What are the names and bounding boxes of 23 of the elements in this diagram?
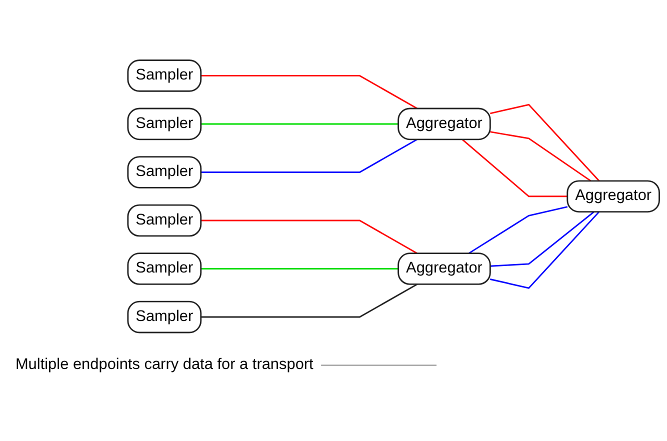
connector [200,123,398,125]
connector [200,268,398,270]
connector [200,74,418,110]
node-box: Sampler [127,204,202,237]
node-box: Aggregator [398,252,491,285]
connector [490,131,592,182]
connector [468,206,568,254]
node-box: Sampler [127,60,202,92]
connector [200,284,418,318]
connector [462,138,568,198]
connector [200,138,418,173]
node-box: Sampler [127,300,202,334]
node-box: Sampler [127,108,202,140]
node-text: Multiple endpoints carry data for a transport [15,356,314,374]
node-box: Aggregator [398,108,491,140]
node-box: Aggregator [566,180,660,213]
connector [490,104,600,182]
connector [490,211,594,267]
connector [490,211,600,289]
connector [321,364,437,366]
node-box: Sampler [127,252,202,285]
node-box: Sampler [127,156,202,188]
connector [200,220,418,254]
